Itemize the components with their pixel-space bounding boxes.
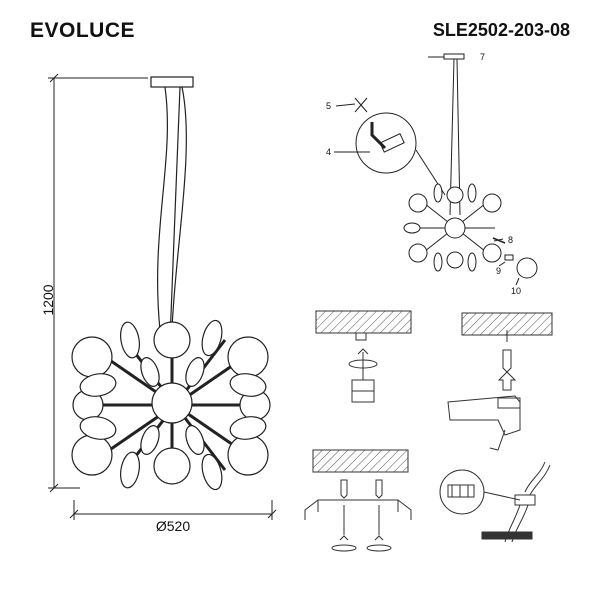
detail-magnifier	[355, 112, 417, 174]
brand-name: EVOLUCE	[30, 19, 136, 42]
height-dimension	[48, 73, 148, 493]
callout-9: 9	[496, 266, 501, 276]
center-globe	[151, 382, 193, 424]
small-chandelier	[403, 183, 502, 272]
power-cable	[157, 86, 168, 331]
small-canopy	[443, 53, 465, 60]
step-wiring	[439, 461, 551, 543]
callout-5: 4	[326, 147, 331, 157]
spare-bulb	[516, 257, 538, 279]
callout-10: 10	[511, 286, 521, 296]
height-label: 1200	[40, 284, 56, 315]
step-mounting-bracket	[304, 449, 412, 552]
step-drill-anchor	[447, 312, 553, 451]
glass-discs	[79, 319, 267, 491]
suspension-wire	[169, 86, 181, 341]
diameter-label: Ø520	[156, 518, 190, 534]
callout-4: 5	[326, 101, 331, 111]
ceiling-canopy	[150, 76, 194, 88]
glass-globes	[71, 321, 271, 485]
exploded-view	[334, 53, 538, 286]
step-ceiling-canopy	[315, 310, 412, 403]
model-number: SLE2502-203-08	[432, 20, 570, 40]
callout-7: 7	[480, 52, 485, 62]
callout-8: 8	[508, 235, 513, 245]
main-chandelier	[71, 76, 271, 491]
bulb-socket	[504, 254, 514, 261]
suspension-wire-2	[171, 86, 187, 331]
diameter-dimension	[69, 500, 277, 520]
